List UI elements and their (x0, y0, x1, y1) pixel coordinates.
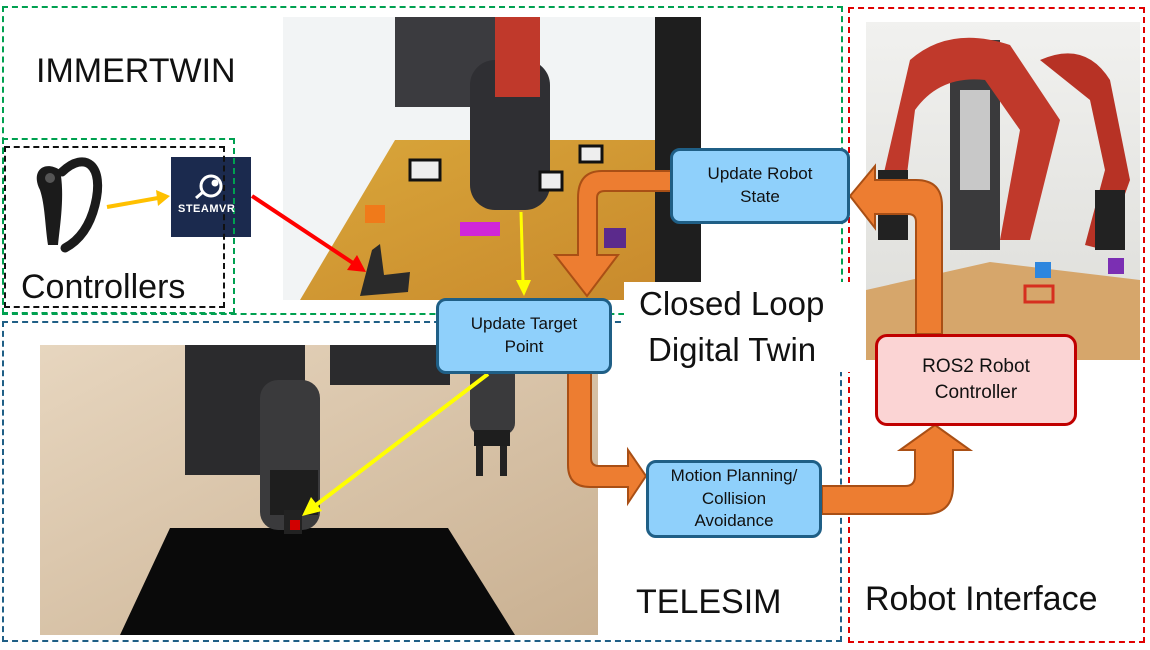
loop-arrow-motion-to-ros (821, 423, 974, 515)
update-target-point-node: Update Target Point (436, 298, 612, 374)
gripper-to-target-arrow (519, 211, 525, 283)
loop-arrow-target-to-motion (567, 371, 648, 507)
controllers-inner-region (4, 146, 225, 308)
update-robot-state-node: Update Robot State (670, 148, 850, 224)
target-to-sim-arrow (314, 372, 490, 507)
steamvr-text: STEAMVR (178, 203, 236, 215)
closed-loop-title (624, 282, 856, 372)
controllers-region (2, 138, 235, 314)
immertwin-label: IMMERTWIN (36, 52, 236, 90)
telesim-region (2, 321, 842, 642)
loop-arrow-state-to-target (552, 170, 672, 298)
vr-controller-image (36, 157, 103, 253)
closed-loop-title-line2: Digital Twin (648, 331, 817, 368)
closed-loop-title-line1: Closed Loop (639, 285, 825, 322)
motion-planning-node: Motion Planning/ Collision Avoidance (646, 460, 822, 538)
telesim-view-image (40, 345, 598, 635)
telesim-label: TELESIM (636, 583, 782, 621)
robot-interface-label: Robot Interface (865, 580, 1098, 618)
controller-to-steamvr-arrow (106, 196, 159, 209)
steamvr-to-immertwin-arrow (250, 194, 355, 265)
controllers-label: Controllers (21, 268, 186, 306)
ros2-robot-controller-node: ROS2 Robot Controller (875, 334, 1077, 426)
loop-arrow-ros-to-state (848, 163, 943, 335)
steamvr-logo (171, 157, 251, 237)
